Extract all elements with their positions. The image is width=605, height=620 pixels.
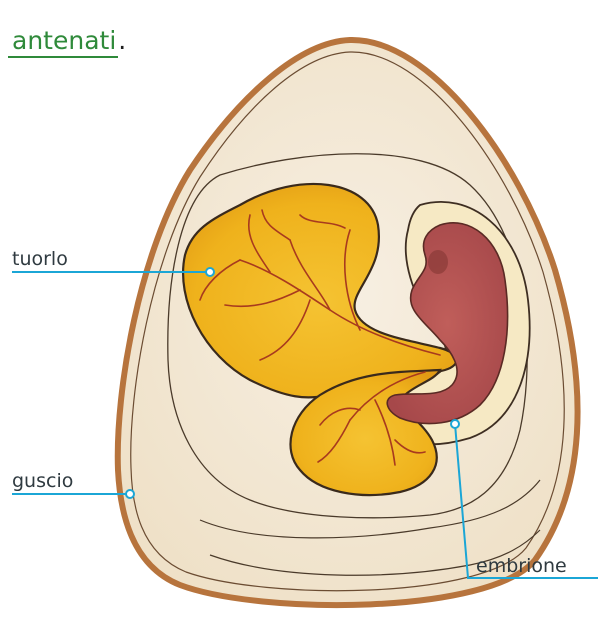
leader-guscio-dot [126,490,134,498]
embryo-eye [428,250,448,274]
heading-text: antenati. [8,26,126,56]
heading-word: antenati [8,26,118,58]
heading-punct: . [118,26,126,55]
leader-embrione-dot [451,420,459,428]
label-guscio: guscio [12,470,73,492]
label-tuorlo: tuorlo [12,248,68,270]
label-embrione: embrione [476,555,567,577]
leader-tuorlo-dot [206,268,214,276]
